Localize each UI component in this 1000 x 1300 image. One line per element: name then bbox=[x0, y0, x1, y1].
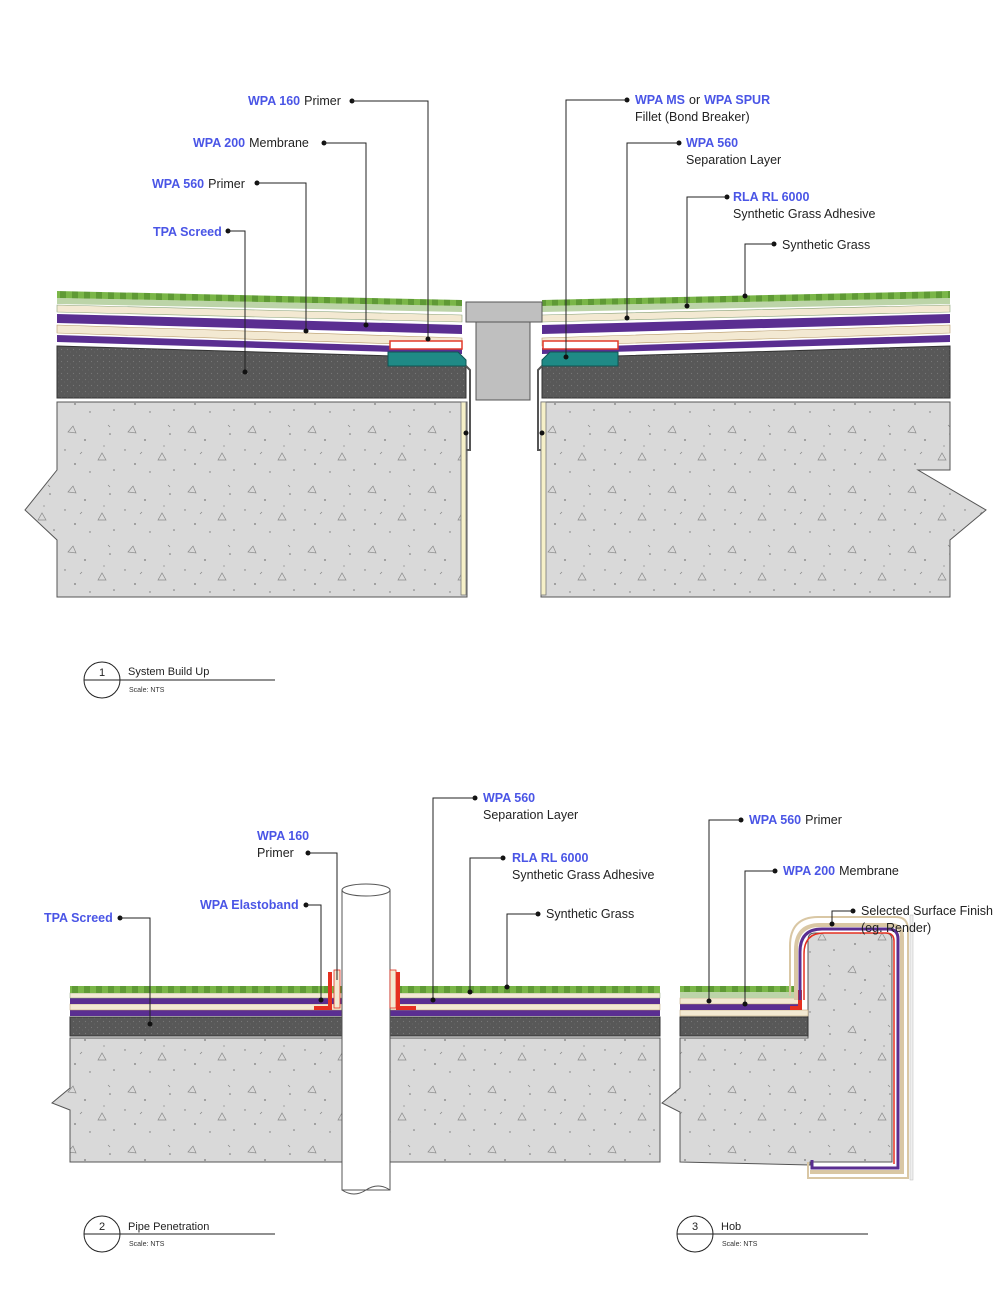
title-block-1: 1 System Build Up Scale: NTS bbox=[83, 661, 275, 699]
label-tpa-screed: TPA Screed bbox=[153, 225, 222, 239]
detail-2-pipe-penetration: WPA 160 Primer WPA Elastoband TPA Screed… bbox=[44, 791, 661, 1253]
label-separation-layer: Separation Layer bbox=[686, 153, 781, 167]
label-surface-finish-example: (eg. Render) bbox=[861, 921, 931, 935]
detail-number-3: 3 bbox=[692, 1221, 698, 1233]
leader-lines-detail-1 bbox=[225, 97, 777, 375]
label-pipe-synthetic-grass: Synthetic Grass bbox=[546, 907, 634, 921]
label-pipe-separation-layer: Separation Layer bbox=[483, 808, 578, 822]
detail-scale-2: Scale: NTS bbox=[129, 1241, 165, 1248]
detail-title-2: Pipe Penetration bbox=[128, 1221, 209, 1233]
left-concrete-slab bbox=[24, 401, 468, 598]
label-pipe-elastoband: WPA Elastoband bbox=[200, 898, 299, 912]
label-pipe-grass-adhesive: Synthetic Grass Adhesive bbox=[512, 868, 654, 882]
label-pipe-wpa560: WPA 560 bbox=[483, 791, 535, 805]
label-wpa560-separation: WPA 560 bbox=[686, 136, 738, 150]
left-fillet bbox=[387, 351, 467, 367]
label-pipe-wpa160: WPA 160 bbox=[257, 829, 309, 843]
left-backing-rod bbox=[460, 401, 467, 596]
right-joint-flashing bbox=[537, 365, 543, 451]
label-fillet-bond-breaker: Fillet (Bond Breaker) bbox=[635, 110, 750, 124]
label-surface-finish: Selected Surface Finish bbox=[861, 904, 993, 918]
leader-lines-detail-3 bbox=[706, 817, 856, 1007]
label-pipe-rla-rl6000: RLA RL 6000 bbox=[512, 851, 588, 865]
detail-number-2: 2 bbox=[99, 1221, 105, 1233]
title-block-3: 3 Hob Scale: NTS bbox=[676, 1215, 868, 1253]
label-rla-rl6000: RLA RL 6000 bbox=[733, 190, 809, 204]
detail-scale-3: Scale: NTS bbox=[722, 1241, 758, 1248]
label-synthetic-grass-adhesive: Synthetic Grass Adhesive bbox=[733, 207, 875, 221]
hob-membrane-layers bbox=[679, 986, 809, 1017]
right-bond-breaker bbox=[542, 340, 619, 350]
detail-number-1: 1 bbox=[99, 667, 105, 679]
left-bond-breaker bbox=[389, 340, 463, 350]
right-elastoband bbox=[396, 972, 416, 1010]
right-concrete-slab bbox=[540, 401, 987, 598]
right-fillet bbox=[541, 351, 619, 367]
left-membrane-layers bbox=[56, 291, 463, 354]
pipe bbox=[341, 883, 391, 1195]
hob-wrap-layers bbox=[789, 914, 914, 1181]
left-elastoband bbox=[314, 972, 332, 1010]
label-pipe-tpa-screed: TPA Screed bbox=[44, 911, 113, 925]
hob-concrete bbox=[661, 932, 893, 1166]
label-synthetic-grass: Synthetic Grass bbox=[782, 238, 870, 252]
hob-screed bbox=[679, 1016, 809, 1037]
leader-lines-detail-2 bbox=[117, 795, 541, 1027]
title-block-2: 2 Pipe Penetration Scale: NTS bbox=[83, 1215, 275, 1253]
detail-title-3: Hob bbox=[721, 1221, 741, 1233]
detail-scale-1: Scale: NTS bbox=[129, 687, 165, 694]
label-pipe-primer: Primer bbox=[257, 846, 294, 860]
left-joint-flashing bbox=[465, 365, 471, 451]
right-backing-rod bbox=[540, 401, 547, 596]
right-membrane-layers bbox=[541, 291, 951, 354]
expansion-joint-cap bbox=[465, 301, 543, 401]
detail-title-1: System Build Up bbox=[128, 666, 209, 678]
